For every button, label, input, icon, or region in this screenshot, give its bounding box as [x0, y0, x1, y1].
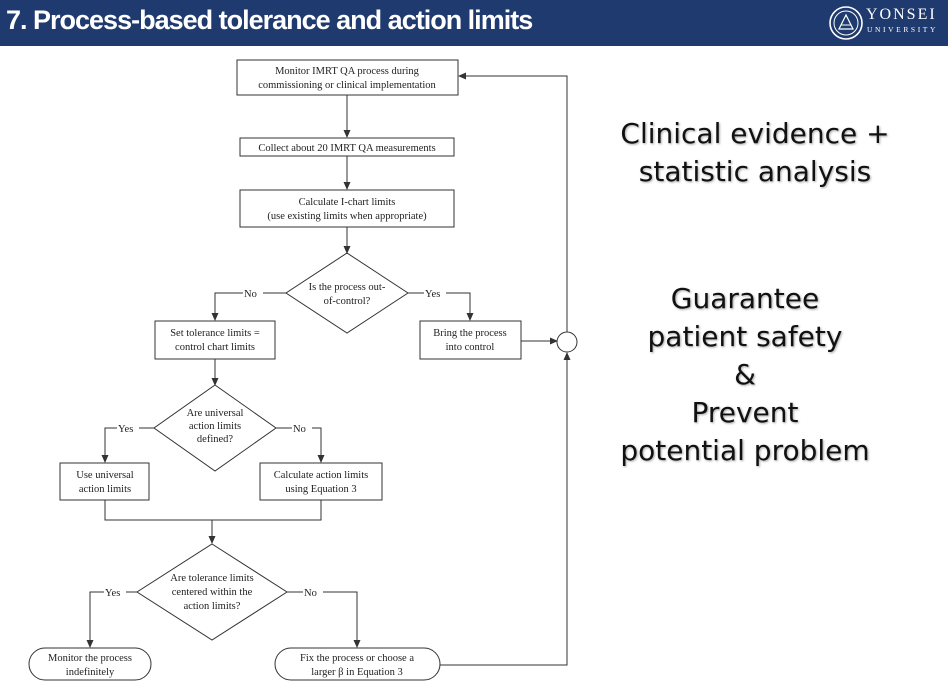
edge-label-no-3: No: [304, 588, 317, 599]
svg-text:indefinitely: indefinitely: [66, 667, 115, 678]
guarantee-safety-text: Guarantee patient safety & Prevent poten…: [590, 280, 900, 470]
edge-universal-no: [276, 427, 325, 463]
svg-text:centered within the: centered within the: [172, 587, 253, 598]
svg-text:into control: into control: [446, 342, 495, 353]
svg-text:Fix the process or choose a: Fix the process or choose a: [300, 653, 414, 664]
edge-label-no-1: No: [244, 289, 257, 300]
university-seal-icon: [829, 6, 863, 40]
node-bring-control: Bring the process into control: [419, 320, 522, 360]
flow-edges: [86, 72, 571, 666]
side-line: Prevent: [691, 396, 799, 429]
logo-name: YONSEI: [866, 6, 937, 23]
svg-text:of-control?: of-control?: [324, 296, 371, 307]
slide-header: 7. Process-based tolerance and action li…: [0, 0, 948, 46]
svg-text:Is the process out-: Is the process out-: [309, 282, 386, 293]
svg-text:Calculate I-chart limits: Calculate I-chart limits: [299, 197, 396, 208]
edge-label-yes-3: Yes: [105, 588, 120, 599]
svg-text:Set tolerance limits =: Set tolerance limits =: [170, 328, 260, 339]
edge-label-yes-1: Yes: [425, 289, 440, 300]
logo-subtitle: UNIVERSITY: [867, 25, 938, 34]
side-line: Clinical evidence +: [620, 117, 890, 150]
svg-text:Are tolerance limits: Are tolerance limits: [170, 573, 253, 584]
svg-text:Monitor the process: Monitor the process: [48, 653, 132, 664]
svg-text:Calculate action limits: Calculate action limits: [274, 470, 368, 481]
junction-node: [556, 331, 578, 353]
decision-universal-defined: Are universal action limits defined?: [153, 384, 277, 472]
edge-label-no-2: No: [293, 424, 306, 435]
decision-centered: Are tolerance limits centered within the…: [136, 543, 288, 641]
decision-out-of-control: Is the process out- of-control?: [285, 252, 409, 334]
side-line: &: [734, 358, 756, 391]
side-line: potential problem: [620, 434, 870, 467]
edge-centered-yes: [86, 591, 137, 648]
svg-text:Monitor IMRT QA process during: Monitor IMRT QA process during: [275, 66, 420, 77]
slide-title: 7. Process-based tolerance and action li…: [6, 5, 533, 35]
svg-text:action limits: action limits: [79, 484, 131, 495]
svg-text:control chart limits: control chart limits: [175, 342, 255, 353]
node-set-tolerance: Set tolerance limits = control chart lim…: [154, 320, 276, 360]
side-line: patient safety: [647, 320, 843, 353]
svg-text:Collect about 20 IMRT QA measu: Collect about 20 IMRT QA measurements: [258, 143, 435, 154]
edge-fix-to-junction: [440, 352, 571, 666]
side-line: statistic analysis: [638, 155, 872, 188]
svg-text:action limits: action limits: [189, 421, 241, 432]
svg-text:larger β in Equation 3: larger β in Equation 3: [311, 667, 402, 678]
node-calculate-ichart: Calculate I-chart limits (use existing l…: [239, 189, 455, 228]
node-collect: Collect about 20 IMRT QA measurements: [239, 137, 455, 157]
svg-text:Bring the process: Bring the process: [433, 328, 507, 339]
edge-merge: [104, 500, 322, 521]
svg-text:Use universal: Use universal: [76, 470, 134, 481]
node-monitor-qa: Monitor IMRT QA process during commissio…: [236, 59, 459, 96]
svg-text:defined?: defined?: [197, 434, 233, 445]
svg-text:using Equation 3: using Equation 3: [285, 484, 356, 495]
edge-label-yes-2: Yes: [118, 424, 133, 435]
svg-text:action limits?: action limits?: [184, 601, 241, 612]
node-calc-action: Calculate action limits using Equation 3: [259, 462, 383, 501]
edge-loop-to-monitor: [458, 72, 568, 332]
edge-centered-no: [287, 591, 361, 648]
node-use-universal: Use universal action limits: [59, 462, 150, 501]
yonsei-logo: YONSEI UNIVERSITY: [828, 5, 944, 41]
node-monitor-indefinitely: Monitor the process indefinitely: [28, 647, 152, 681]
clinical-evidence-text: Clinical evidence + statistic analysis: [590, 115, 920, 191]
svg-text:commissioning or clinical impl: commissioning or clinical implementation: [258, 80, 436, 91]
side-line: Guarantee: [670, 282, 820, 315]
svg-text:Are universal: Are universal: [187, 408, 244, 419]
node-fix-process: Fix the process or choose a larger β in …: [274, 647, 441, 681]
svg-text:(use existing limits when appr: (use existing limits when appropriate): [267, 211, 427, 222]
